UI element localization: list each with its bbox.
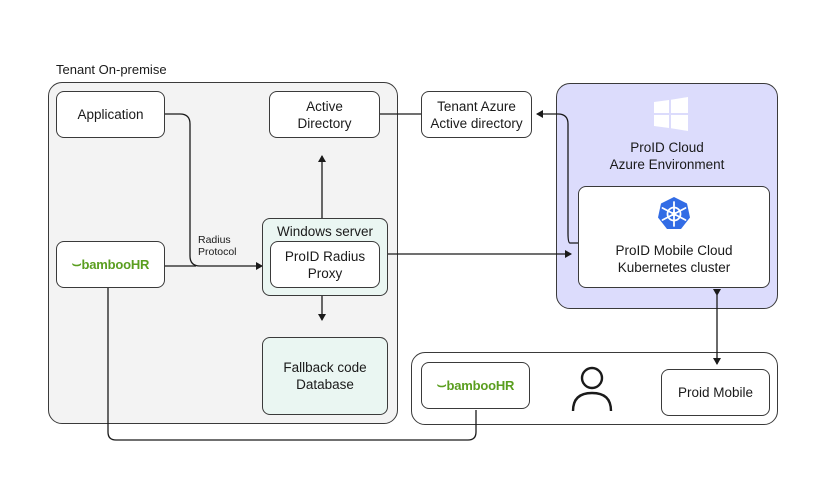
fallback-db-label: Fallback code Database <box>283 360 367 392</box>
application-box: Application <box>56 91 165 138</box>
radius-proxy-label: ProID Radius Proxy <box>284 248 366 281</box>
person-icon <box>570 365 614 413</box>
radius-proxy-box: ProID Radius Proxy <box>270 241 380 288</box>
cloud-title: ProID Cloud Azure Environment <box>609 140 725 172</box>
azure-ad-box: Tenant Azure Active directory <box>421 91 532 138</box>
application-label: Application <box>77 107 144 122</box>
proid-mobile-label: Proid Mobile <box>677 385 754 400</box>
fallback-db-box: Fallback code Database <box>262 337 388 415</box>
radius-protocol-label: Radius Protocol <box>198 234 237 258</box>
cluster-label: ProID Mobile Cloud Kubernetes cluster <box>615 243 733 275</box>
kubernetes-icon <box>657 196 691 230</box>
azure-ad-label: Tenant Azure Active directory <box>430 98 523 131</box>
line-cluster-to-azure <box>536 110 578 244</box>
line-bamboo-loop <box>107 288 477 441</box>
bamboo-onprem-box: ⌣bambooHR <box>56 241 165 288</box>
active-directory-label: Active Directory <box>297 98 352 131</box>
proid-mobile-box: Proid Mobile <box>661 369 770 416</box>
bamboo-user-box: ⌣bambooHR <box>421 362 530 409</box>
windows-logo-icon <box>654 97 688 131</box>
bamboohr-logo-user: ⌣bambooHR <box>436 377 515 394</box>
bamboohr-logo: ⌣bambooHR <box>71 256 150 273</box>
cluster-box: ProID Mobile Cloud Kubernetes cluster <box>578 186 770 288</box>
onprem-title: Tenant On-premise <box>56 62 167 77</box>
active-directory-box: Active Directory <box>269 91 380 138</box>
windows-server-label: Windows server <box>276 224 374 239</box>
